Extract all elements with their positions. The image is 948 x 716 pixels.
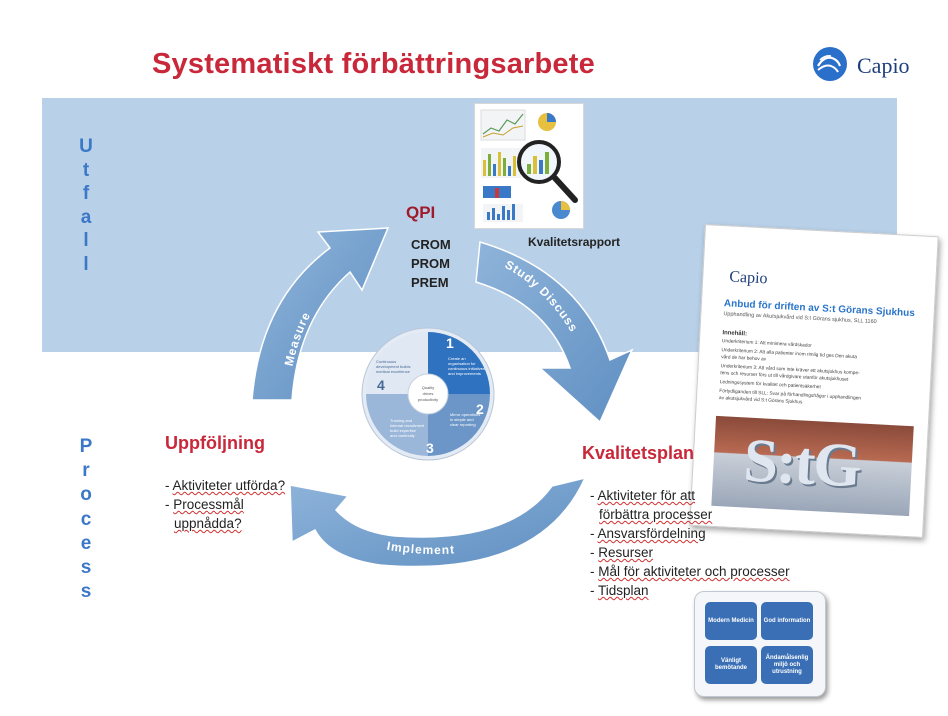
value-tile-andamalsenlig-miljo: Ändamålsenlig miljö och utrustning	[761, 646, 813, 684]
process-letter: o	[80, 484, 92, 506]
uppfoljning-list: - Aktiviteter utförda? - Processmål uppn…	[165, 476, 285, 533]
report-magnifier-icon	[474, 103, 584, 229]
document-line: Ledningssystem för kvalitet och patients…	[719, 380, 821, 391]
capio-hand-logo-icon	[813, 47, 847, 81]
list-item-text: förbättra processer	[599, 507, 713, 522]
document-logo: Capio	[728, 268, 768, 288]
list-item: - Resurser	[590, 545, 654, 560]
wheel-center-text: Quality	[422, 385, 434, 390]
wheel-segment-3-text: build expertise	[390, 428, 417, 433]
kvalitetsrapport-label: Kvalitetsrapport	[528, 235, 621, 249]
wheel-segment-2	[428, 394, 490, 456]
list-item: - Tidsplan	[590, 583, 649, 598]
list-item-text: Aktiviteter för att	[597, 488, 696, 503]
document-contents-heading: Innehåll:	[722, 330, 748, 338]
list-item: - Ansvarsfördelning	[590, 526, 706, 541]
list-item-text: Mål för aktiviteter och processer	[598, 564, 790, 579]
wheel-segment-3-text: and continuity	[390, 433, 415, 438]
wheel-segment-1-text: organisation for	[448, 361, 476, 366]
wheel-segment-1-text: Create an	[448, 356, 466, 361]
wheel-segment-1-text: continuous initiatives	[448, 366, 485, 371]
study-discuss-arrow	[475, 241, 634, 424]
list-item: - Mål för aktiviteter och processer	[590, 564, 790, 579]
document-line: vård de har behov av	[720, 355, 767, 363]
wheel-segment-2-number: 2	[476, 401, 484, 417]
list-item: - Aktiviteter utförda?	[165, 478, 286, 493]
wheel-segment-1-text: and improvements	[448, 371, 481, 376]
list-item: - Aktiviteter för att	[590, 488, 696, 503]
process-letter: e	[80, 532, 92, 554]
list-item-text: Ansvarsfördelning	[597, 526, 706, 541]
document-line: Underkriterium 1: Att minimera vårdskado…	[721, 339, 812, 349]
wheel-segment-1-number: 1	[446, 335, 454, 351]
list-item-text: Processmål	[173, 497, 244, 512]
qpi-title: QPI	[406, 203, 436, 222]
process-letter: r	[82, 460, 90, 482]
implement-arrow	[289, 476, 587, 568]
page-title: Systematiskt förbättringsarbete	[152, 48, 595, 80]
utfall-letter: a	[80, 206, 92, 228]
measure-arrow	[251, 227, 390, 401]
list-item: uppnådda?	[165, 514, 285, 533]
values-grid: Modern Medicin God information Vänligt b…	[694, 591, 826, 697]
list-item: förbättra processer	[590, 505, 790, 524]
utfall-vertical-label: U t f a l l	[76, 135, 96, 276]
process-letter: s	[80, 581, 92, 603]
wheel-segment-3-text: internal recruitment	[390, 423, 425, 428]
wheel-segment-4	[366, 332, 428, 394]
list-item-text: uppnådda?	[174, 516, 242, 531]
uppfoljning-title: Uppföljning	[165, 433, 265, 453]
implement-arrow-label: Implement	[386, 539, 455, 557]
wheel-segment-3	[366, 394, 428, 456]
improvement-cycle: Measure Study Discuss Implement 1 2 3 4 …	[251, 227, 634, 568]
wheel-segment-4-text: medical excellence	[376, 369, 411, 374]
quality-wheel: 1 2 3 4 Create an organisation for conti…	[361, 327, 495, 461]
wheel-segment-2-text: in simple and	[450, 417, 474, 422]
wheel-center-text: productivity	[418, 397, 438, 402]
measure-prem: PREM	[411, 275, 449, 290]
utfall-letter: f	[82, 183, 90, 204]
measure-crom: CROM	[411, 237, 451, 252]
process-vertical-label: P r o c e s s	[76, 435, 96, 604]
logo-text: Capio	[857, 53, 910, 78]
kvalitetsplan-title: Kvalitetsplan	[582, 443, 695, 463]
list-item: - Processmål	[165, 497, 244, 512]
utfall-letter: l	[83, 253, 89, 275]
process-letter: s	[80, 557, 92, 579]
process-letter: c	[80, 508, 92, 530]
kvalitetsplan-list: - Aktiviteter för att förbättra processe…	[590, 486, 790, 600]
value-tile-modern-medicin: Modern Medicin	[705, 602, 757, 640]
measure-prom: PROM	[411, 256, 450, 271]
list-item-text: Aktiviteter utförda?	[172, 478, 286, 493]
wheel-segment-3-number: 3	[426, 440, 434, 456]
wheel-segment-2-text: clear reporting	[450, 422, 476, 427]
wheel-segment-4-number: 4	[377, 377, 385, 393]
utfall-letter: l	[83, 230, 89, 251]
list-item-text: Tidsplan	[598, 583, 649, 598]
value-tile-god-information: God information	[761, 602, 813, 640]
list-item-text: Resurser	[598, 545, 654, 560]
utfall-letter: U	[79, 136, 93, 157]
process-letter: P	[79, 436, 93, 457]
value-tile-vanligt-bemotande: Vänligt bemötande	[705, 646, 757, 684]
wheel-segment-1	[428, 332, 490, 394]
wheel-segment-3-text: Training and	[390, 418, 412, 423]
wheel-segment-4-text: Continuous	[376, 359, 396, 364]
wheel-segment-2-text: Mirror operations	[450, 412, 480, 417]
wheel-center-text: drives	[423, 391, 434, 396]
wheel-segment-4-text: development builds	[376, 364, 410, 369]
utfall-letter: t	[82, 159, 90, 181]
